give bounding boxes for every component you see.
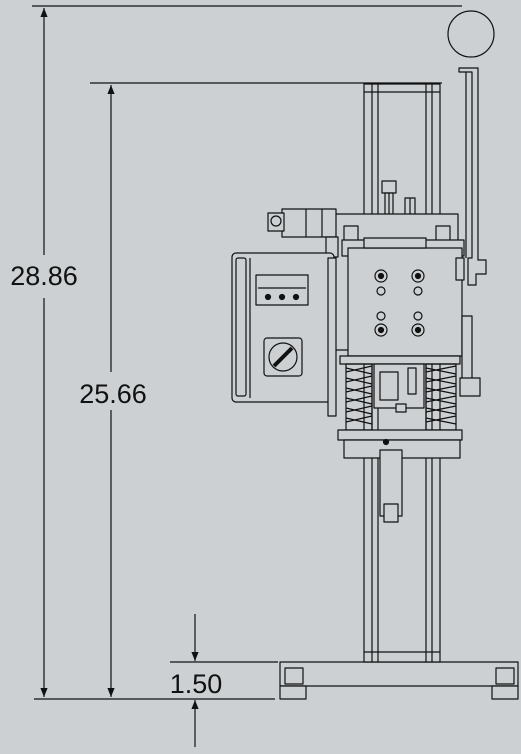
return-springs [339, 355, 461, 431]
head-bolts [374, 269, 425, 337]
base-height-value: 1.50 [170, 669, 223, 699]
ram-assembly [337, 403, 463, 523]
base-height-dimension [170, 614, 278, 747]
base-plate [279, 661, 519, 700]
top-sensor [267, 208, 339, 258]
handle-lever [447, 10, 495, 286]
column-height-value: 25.66 [79, 379, 147, 409]
handle-knob [447, 10, 495, 58]
digital-counter-display [255, 274, 309, 306]
press-head [333, 213, 481, 397]
overall-height-value: 28.86 [10, 261, 78, 291]
overall-height-dimension [32, 5, 462, 700]
control-box [231, 252, 337, 417]
column-height-dimension [90, 82, 442, 697]
